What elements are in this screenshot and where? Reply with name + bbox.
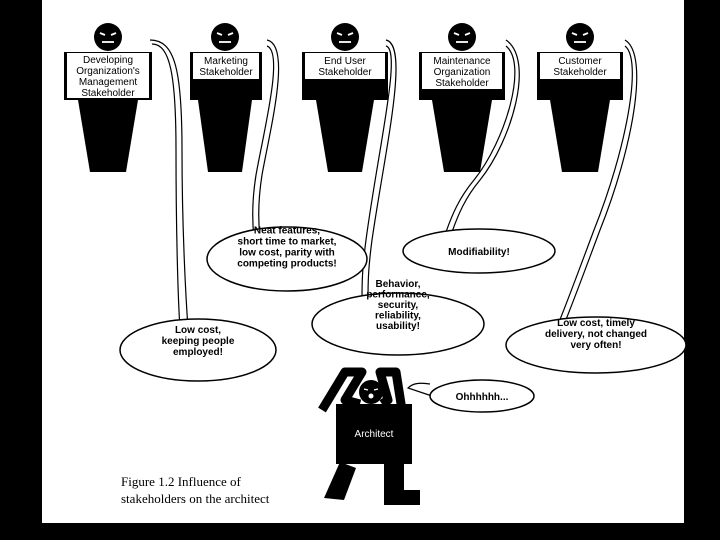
figure-caption: Figure 1.2 Influence of stakeholders on … bbox=[121, 473, 269, 507]
text-line: performance, bbox=[366, 290, 430, 301]
text-line: Stakeholder bbox=[318, 67, 372, 78]
text-line: Management bbox=[79, 77, 138, 88]
text-line: Neat features, bbox=[254, 226, 320, 237]
text-line: Organization's bbox=[76, 66, 140, 77]
text-line: Organization bbox=[434, 67, 491, 78]
bubble-text: Neat features,short time to market,low c… bbox=[237, 226, 336, 270]
bubble-architect: Ohhhhhh... bbox=[406, 379, 535, 413]
text-line: Ohhhhhh... bbox=[456, 392, 509, 403]
bubble-marketing: Neat features,short time to market,low c… bbox=[206, 226, 368, 292]
text-line: low cost, parity with bbox=[239, 248, 335, 259]
text-line: Marketing bbox=[204, 56, 248, 67]
text-line: competing products! bbox=[237, 259, 336, 270]
architect-figure: Architect bbox=[318, 367, 420, 505]
caption-line-2: stakeholders on the architect bbox=[121, 491, 270, 506]
text-line: Maintenance bbox=[433, 56, 491, 67]
text-line: Low cost, bbox=[175, 325, 221, 336]
text-line: Stakeholder bbox=[199, 67, 253, 78]
text-line: Customer bbox=[558, 56, 602, 67]
text-line: very often! bbox=[570, 340, 621, 351]
text-line: End User bbox=[324, 56, 366, 67]
bubble-maintenance: Modifiability! bbox=[402, 228, 556, 274]
bubble-end-user: Behavior,performance,security,reliabilit… bbox=[311, 279, 485, 356]
text-line: reliability, bbox=[375, 311, 421, 322]
text-line: employed! bbox=[173, 347, 223, 358]
text-line: Stakeholder bbox=[81, 88, 135, 99]
text-line: Low cost, timely bbox=[557, 318, 635, 329]
text-line: Modifiability! bbox=[448, 247, 510, 258]
text-line: keeping people bbox=[162, 336, 235, 347]
bubble-text: Behavior,performance,security,reliabilit… bbox=[366, 279, 430, 332]
text-line: security, bbox=[378, 300, 419, 311]
text-line: Stakeholder bbox=[435, 78, 489, 89]
text-line: short time to market, bbox=[238, 237, 337, 248]
caption-line-1: Figure 1.2 Influence of bbox=[121, 474, 241, 489]
bubble-tails bbox=[149, 39, 638, 329]
text-line: delivery, not changed bbox=[545, 329, 647, 340]
text-line: usability! bbox=[376, 321, 420, 332]
text-line: Developing bbox=[83, 55, 133, 66]
bubble-text: Modifiability! bbox=[448, 247, 510, 258]
architect-label: Architect bbox=[355, 429, 394, 440]
text-line: Behavior, bbox=[375, 279, 420, 290]
text-line: Stakeholder bbox=[553, 67, 607, 78]
bubble-text: Ohhhhhh... bbox=[456, 392, 509, 403]
